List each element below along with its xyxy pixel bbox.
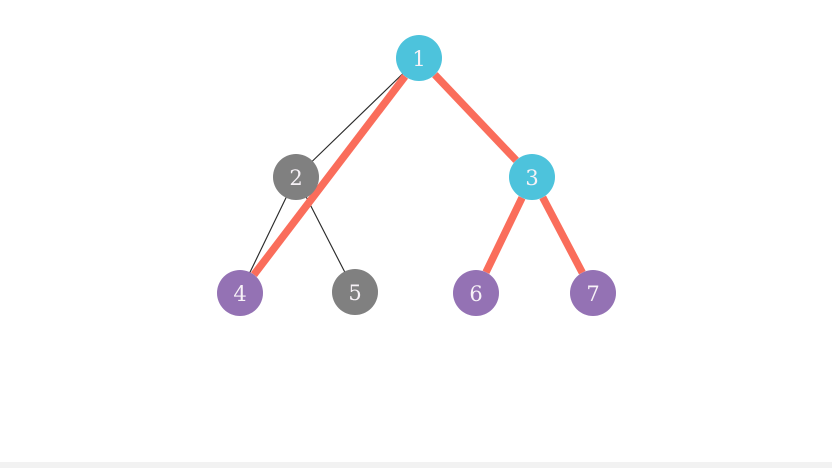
node-circle-2[interactable] bbox=[273, 154, 319, 200]
graph-node-3[interactable]: 3 bbox=[509, 154, 555, 200]
edge-3-7 bbox=[539, 195, 586, 275]
edge-2-5 bbox=[305, 196, 346, 273]
node-circle-7[interactable] bbox=[570, 270, 616, 316]
graph-node-6[interactable]: 6 bbox=[453, 270, 499, 316]
node-circle-4[interactable] bbox=[217, 270, 263, 316]
highlight-edges-layer bbox=[250, 72, 586, 277]
graph-node-5[interactable]: 5 bbox=[332, 269, 378, 315]
edge-1-2 bbox=[311, 73, 404, 162]
edge-1-3 bbox=[432, 72, 519, 163]
node-circle-6[interactable] bbox=[453, 270, 499, 316]
edge-3-6 bbox=[482, 196, 526, 274]
node-circle-3[interactable] bbox=[509, 154, 555, 200]
bottom-edge-band bbox=[0, 462, 832, 468]
graph-node-7[interactable]: 7 bbox=[570, 270, 616, 316]
plain-edges-layer bbox=[249, 73, 404, 273]
nodes-layer: 1 2 3 4 5 6 7 bbox=[217, 35, 616, 316]
edge-2-4 bbox=[249, 197, 287, 273]
graph-node-4[interactable]: 4 bbox=[217, 270, 263, 316]
graph-node-1[interactable]: 1 bbox=[396, 35, 442, 81]
edge-1-4 bbox=[250, 74, 409, 277]
node-circle-1[interactable] bbox=[396, 35, 442, 81]
node-circle-5[interactable] bbox=[332, 269, 378, 315]
graph-node-2[interactable]: 2 bbox=[273, 154, 319, 200]
